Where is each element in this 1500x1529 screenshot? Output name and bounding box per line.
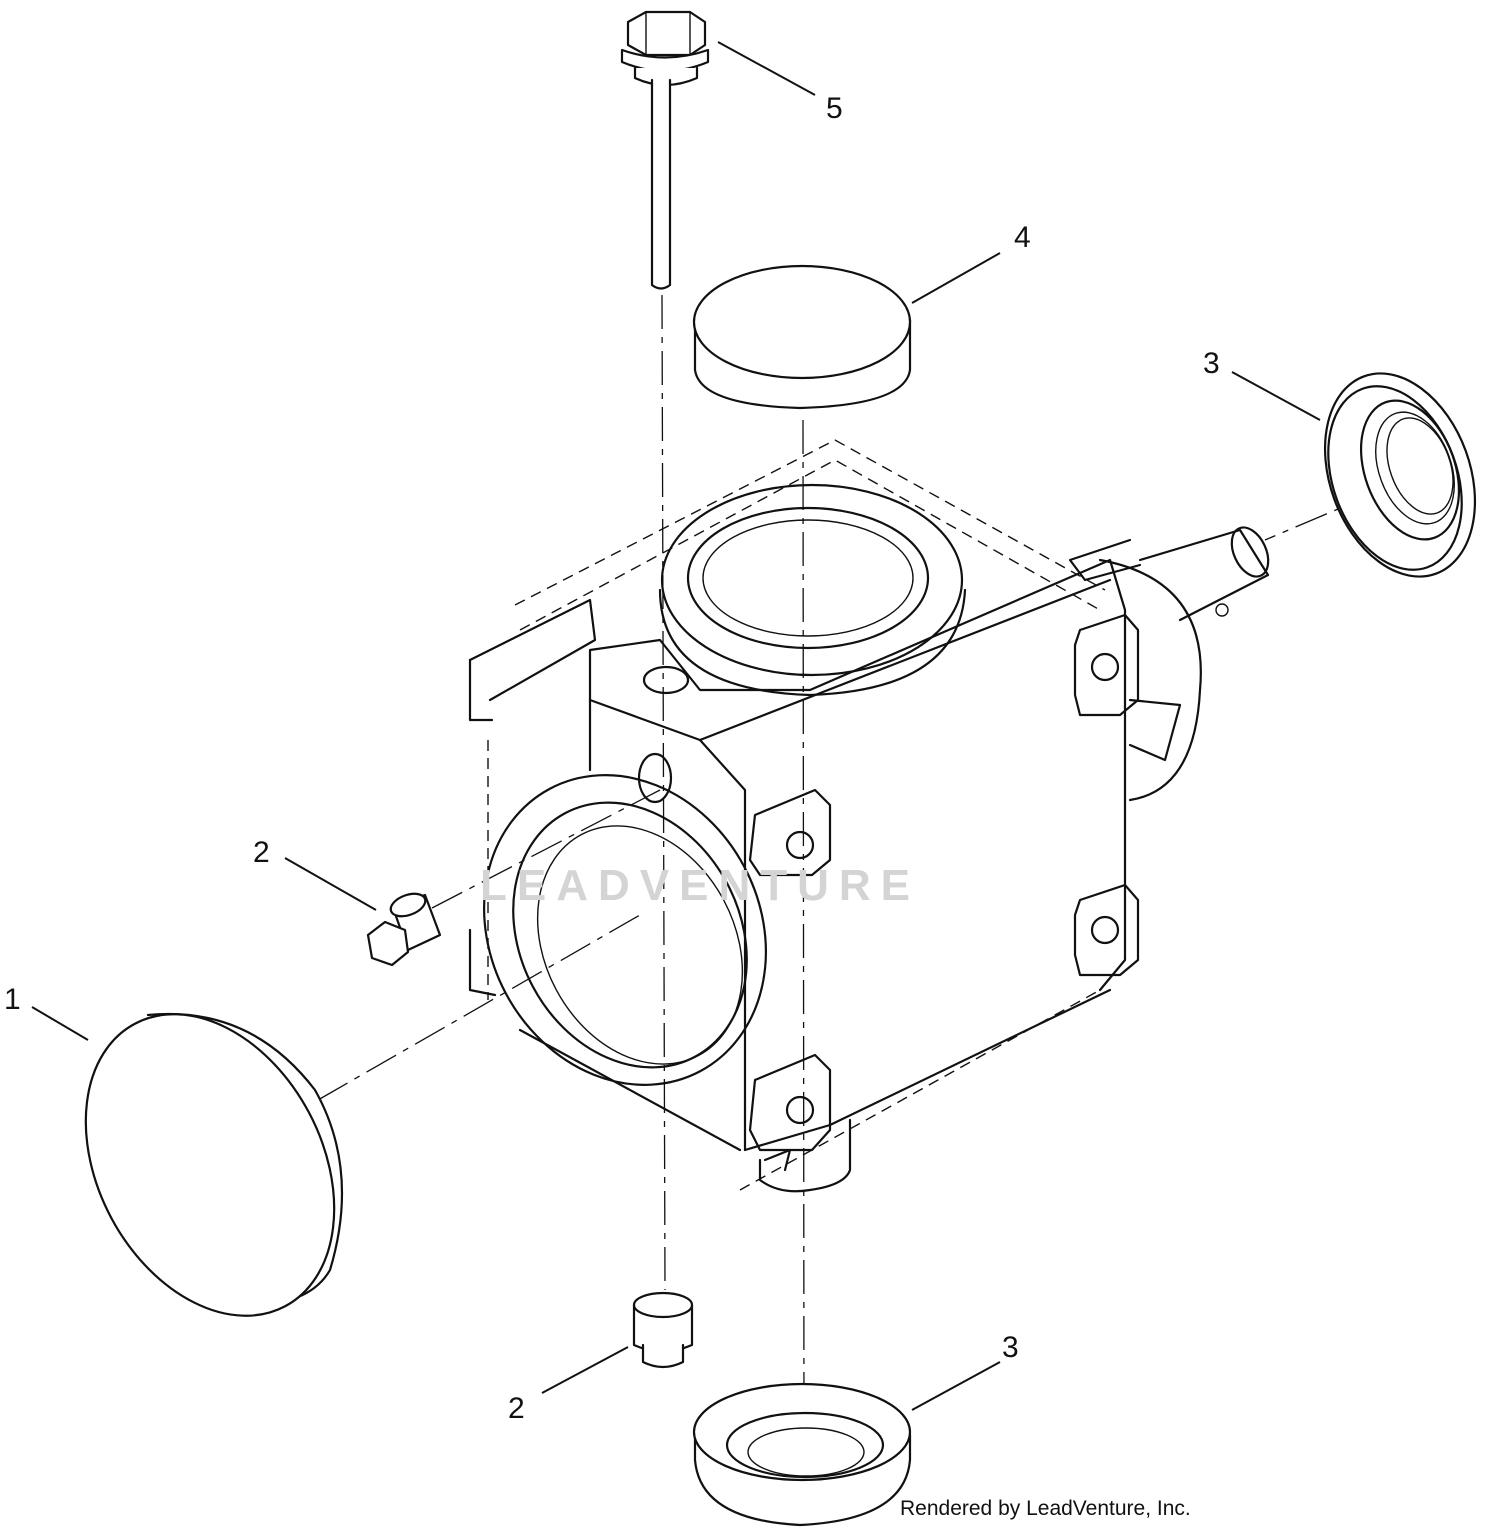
callout-4: 4: [1014, 221, 1031, 254]
watermark-text: LEADVENTURE: [480, 861, 920, 910]
part-2-left-plug: [366, 892, 442, 967]
callout-2-left: 2: [253, 836, 270, 869]
part-3-right-seal: [1323, 372, 1477, 578]
callout-3-right: 3: [1203, 347, 1220, 380]
callout-2-bottom: 2: [508, 1392, 525, 1425]
callout-3-bottom: 3: [1002, 1331, 1019, 1364]
credit-text: Rendered by LeadVenture, Inc.: [900, 1497, 1191, 1520]
callout-1: 1: [4, 983, 21, 1016]
callout-5: 5: [826, 92, 843, 125]
part-2-bottom-plug: [632, 1291, 694, 1369]
leader-lines: [31, 41, 1321, 1411]
part-5-dipstick-bolt: [620, 10, 710, 290]
part-4-top-cap: [692, 264, 912, 410]
part-3-bottom-seal: [692, 1382, 912, 1527]
gearbox-housing: [468, 439, 1270, 1193]
part-1-side-cap: [84, 1012, 344, 1317]
